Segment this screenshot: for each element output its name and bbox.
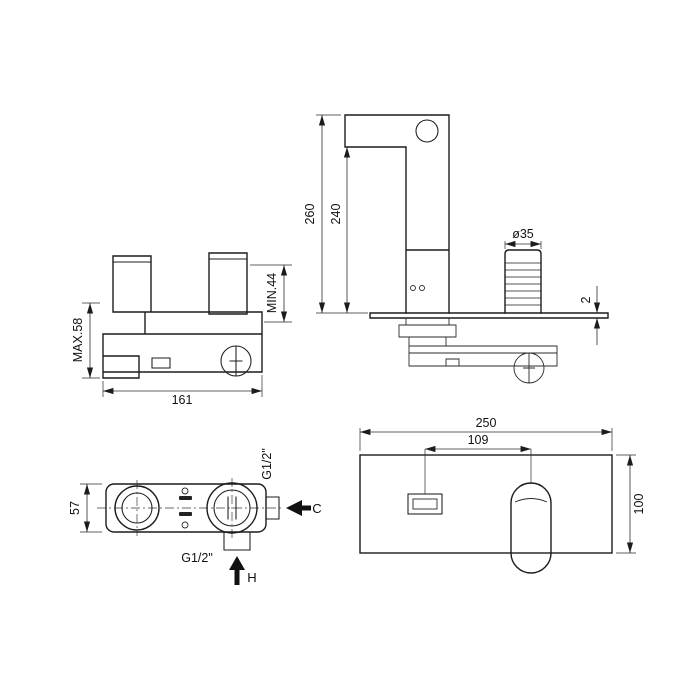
dim-spout-height: 240 [329,147,351,313]
dim-plate-height: 100 [616,454,646,554]
spout-union-side [220,345,252,377]
dim-ext-lines [504,241,542,249]
dim-label-spout-to-handle: 109 [468,433,489,447]
dim-label-body-length: 161 [172,393,193,407]
handle-lever [510,482,552,574]
dim-plate-width: 250 [359,416,613,451]
view-body-side: MAX.58 MIN.44 161 [71,252,292,407]
view-mixer-front: 260 240 ø35 2 [303,114,609,384]
label-inlet-thread-bottom: G1/2" [181,551,213,565]
body-marking-lower [179,512,192,516]
handle-front [504,249,542,314]
spout-screw-right [419,285,425,291]
dim-label-plate-width: 250 [476,416,497,430]
dim-label-spout-height: 240 [329,204,343,225]
body-marking-upper [179,496,192,500]
spout-top-cap [415,119,439,143]
dim-label-plate-height: 100 [632,494,646,515]
dim-total-height: 260 [303,114,368,314]
dim-max-depth: MAX.58 [71,302,100,379]
handle-outline [504,249,542,314]
fixing-screw-top [181,487,189,495]
hot-inlet-indicator: H [229,556,257,585]
wall-plate-edge [369,312,609,319]
dim-spout-to-handle: 109 [424,433,532,494]
fixing-screw-bottom [181,521,189,529]
dim-label-max-depth: MAX.58 [71,318,85,363]
body-side-details [112,258,248,376]
plate-outline [359,454,613,554]
cold-arrow-icon [286,500,302,516]
dim-handle-diameter: ø35 [504,227,542,249]
dim-label-body-width: 57 [68,501,82,515]
hot-inlet-stub [223,531,251,551]
spout-port-inner [213,489,251,527]
dim-label-handle-diameter: ø35 [512,227,534,241]
cold-inlet-indicator: C [286,500,322,516]
dim-ext-lines [80,483,102,533]
handle-port-outer [114,485,160,531]
view-plate-front: 250 109 100 [359,416,646,574]
view-body-top: 57 G1/2" C G1/2" H [68,448,322,585]
dim-body-length: 161 [102,375,263,407]
dim-min-depth: MIN.44 [250,264,292,323]
hot-arrow-icon [229,556,245,570]
spout-outline [344,114,450,314]
dim-label-min-depth: MIN.44 [265,273,279,313]
dim-plate-thickness: 2 [579,286,601,345]
spout-port-outer [206,482,258,534]
spout-port-slot [227,496,237,520]
label-hot: H [247,570,256,585]
concealed-body-front [398,318,558,384]
spout-screw-left [410,285,416,291]
label-inlet-thread-side: G1/2" [260,448,274,480]
spout-outlet-inner [412,498,438,510]
dim-label-total-height: 260 [303,204,317,225]
valve-cartridge [513,352,545,384]
handle-port-inner [121,492,153,524]
handle-lever-detail [514,498,548,503]
concealed-body-lines [398,318,558,383]
dim-ext-lines [424,449,532,494]
body-side-outline [102,252,263,379]
cold-inlet-stub [265,496,280,520]
handle-grip-ribs [505,262,541,306]
dim-label-plate-thickness: 2 [579,296,593,303]
label-cold: C [312,501,321,516]
dim-body-width: 57 [68,483,102,533]
